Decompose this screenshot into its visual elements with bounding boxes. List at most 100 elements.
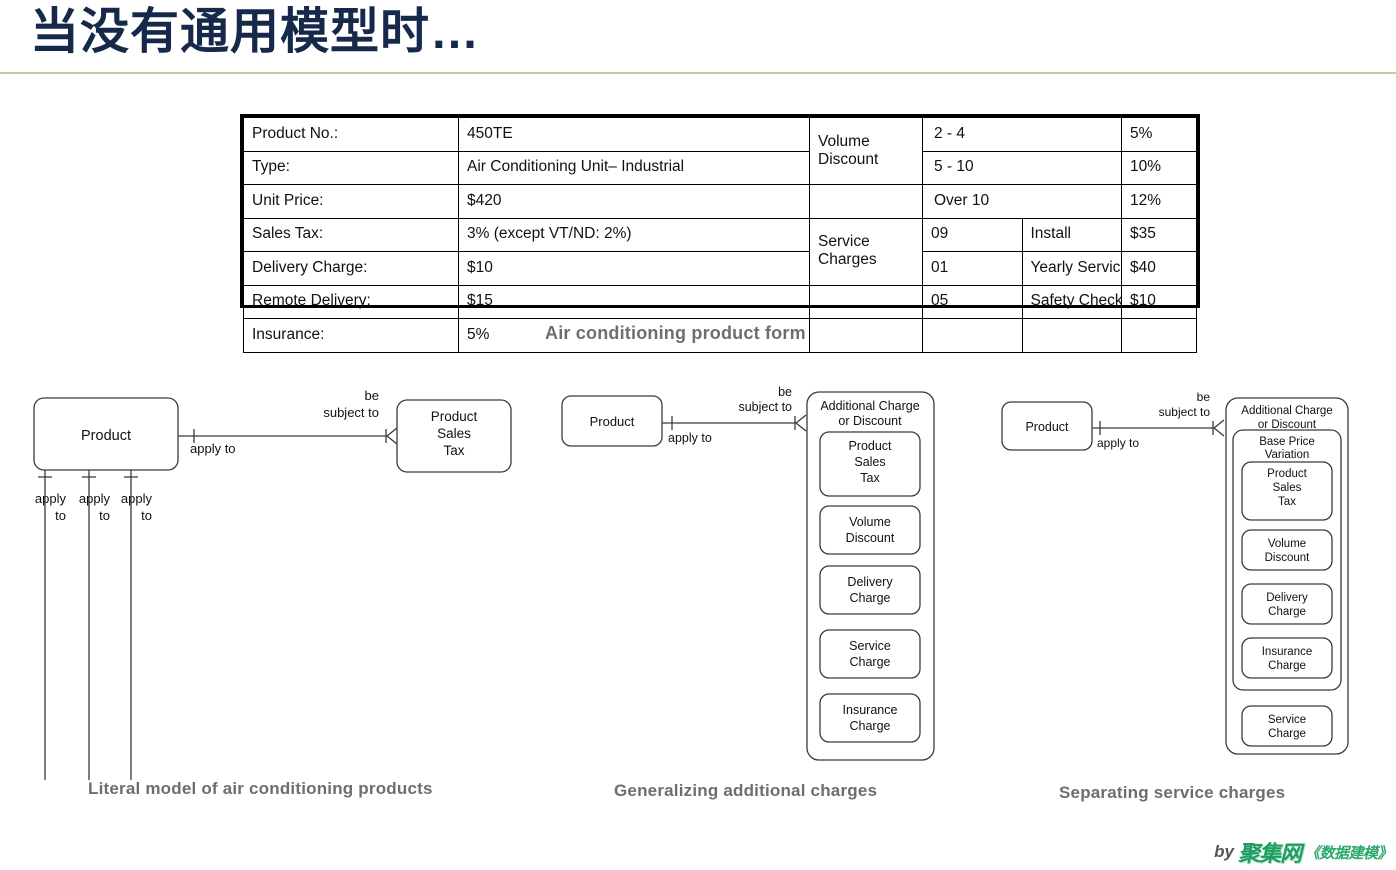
volume-range: Over 10: [922, 184, 1122, 219]
subtype-delivery-charge[interactable]: [1241, 583, 1333, 625]
subtype-label-line: Sales: [1273, 482, 1302, 494]
table-row: Remote Delivery: $15 05 Safety Check $10: [243, 284, 1197, 319]
service-charges-group-label: Service Charges: [809, 217, 923, 286]
rel-label-apply: apply: [35, 491, 67, 506]
entity-product[interactable]: [1001, 401, 1093, 451]
supertype-label-line1: Additional Charge: [1241, 405, 1332, 417]
table-row: Unit Price: $420 Over 10 12%: [243, 184, 1197, 219]
service-charges-group-spacer: [809, 284, 923, 319]
subtype-volume-discount[interactable]: [819, 505, 921, 555]
rel-label-be: be: [365, 388, 379, 403]
form-value: $420: [458, 184, 810, 219]
subtype-label-line: Service: [1268, 714, 1306, 726]
form-value: Air Conditioning Unit– Industrial: [458, 150, 810, 185]
watermark-logo: 聚集网: [1237, 841, 1302, 866]
form-label: Product No.:: [243, 117, 459, 152]
subtype-label-line: Product: [1267, 468, 1307, 480]
volume-rate: 12%: [1121, 184, 1197, 219]
rel-label-subject-to: subject to: [1159, 405, 1211, 419]
rel-label-to: to: [141, 508, 152, 523]
table-row: Type: Air Conditioning Unit– Industrial …: [243, 150, 1197, 185]
service-code: [922, 318, 1023, 353]
subtype-label-line: Delivery: [1266, 592, 1308, 604]
rel-label-apply: apply: [79, 491, 111, 506]
diagram-2-caption: Generalizing additional charges: [614, 781, 878, 800]
volume-discount-group-line1: Volume: [818, 132, 870, 150]
subtype-label-line: Product: [848, 439, 892, 453]
subtype-label-line: Charge: [1268, 606, 1306, 618]
subtype-label-line: Charge: [850, 655, 891, 669]
table-row: Delivery Charge: $10 01 Yearly Service $…: [243, 251, 1197, 286]
diagram-separating-service-charges: Product apply to be subject to Additiona…: [1001, 390, 1349, 755]
supertype-label-line1: Additional Charge: [820, 399, 919, 413]
subtype-label-line: Tax: [860, 471, 880, 485]
entity-product-label: Product: [1025, 420, 1069, 434]
entity-product-sales-tax[interactable]: [396, 399, 512, 473]
form-value: 450TE: [458, 117, 810, 152]
supertype-label-line2: or Discount: [838, 414, 902, 428]
subtype-label-line: Discount: [1265, 552, 1311, 564]
subtype-service-charge[interactable]: [819, 629, 921, 679]
product-form-table: Product No.: 450TE Volume Discount 2 - 4…: [240, 114, 1200, 353]
diagram-generalizing-charges: Product apply to be subject to Additiona…: [561, 385, 935, 761]
table-blank-cell: [809, 318, 923, 353]
form-value: $10: [458, 251, 810, 286]
crowfoot: [1212, 419, 1225, 437]
form-value: $15: [458, 284, 810, 319]
service-amount: $10: [1121, 284, 1197, 319]
watermark: by 聚集网 《数据建模》: [1214, 838, 1392, 866]
nested-group-label-line2: Variation: [1265, 449, 1310, 461]
subtype-volume-discount[interactable]: [1241, 529, 1333, 571]
table-row: Insurance: 5%: [243, 318, 1197, 353]
subtype-insurance-charge[interactable]: [1241, 637, 1333, 679]
subtype-label-line: Insurance: [1262, 646, 1313, 658]
volume-discount-group-spacer: [809, 184, 923, 219]
volume-rate: 5%: [1121, 117, 1197, 152]
volume-discount-group-line2: Discount: [818, 150, 879, 168]
subtype-product-sales-tax[interactable]: [819, 431, 921, 497]
table-row: Sales Tax: 3% (except VT/ND: 2%) Service…: [243, 217, 1197, 286]
rel-label-subject-to: subject to: [738, 400, 792, 414]
volume-range: 5 - 10: [922, 150, 1122, 185]
volume-discount-group-label: Volume Discount: [809, 117, 923, 185]
diagram-3-caption: Separating service charges: [1059, 783, 1286, 802]
form-label: Insurance:: [243, 318, 459, 353]
subtype-product-sales-tax[interactable]: [1241, 461, 1333, 521]
subtype-label-line: Service: [849, 639, 891, 653]
entity-label-line: Product: [431, 409, 478, 424]
subtype-label-line: Delivery: [847, 575, 893, 589]
subtype-label-line: Sales: [854, 455, 885, 469]
subtype-insurance-charge[interactable]: [819, 693, 921, 743]
supertype-label-line2: or Discount: [1258, 419, 1317, 431]
watermark-by: by: [1214, 842, 1234, 861]
rel-line-3: [88, 470, 90, 780]
subtype-label-line: Insurance: [843, 703, 898, 717]
entity-label-line: Sales: [437, 426, 471, 441]
volume-rate: 10%: [1121, 150, 1197, 185]
service-code: 01: [922, 251, 1023, 286]
subtype-label-line: Charge: [1268, 660, 1306, 672]
service-desc: Safety Check: [1021, 284, 1122, 319]
subtype-service-charge[interactable]: [1241, 705, 1333, 747]
service-desc: Yearly Service: [1021, 251, 1122, 286]
rel-label-to: to: [99, 508, 110, 523]
table-caption: Air conditioning product form: [545, 323, 806, 343]
subtype-label-line: Tax: [1278, 496, 1296, 508]
form-label: Remote Delivery:: [243, 284, 459, 319]
form-value: 5%: [458, 318, 810, 353]
crowfoot: [794, 414, 807, 432]
nested-group-label-line1: Base Price: [1259, 436, 1315, 448]
entity-product[interactable]: [33, 397, 179, 471]
form-label: Delivery Charge:: [243, 251, 459, 286]
subtype-label-line: Volume: [1268, 538, 1306, 550]
service-amount: [1121, 318, 1197, 353]
subtype-delivery-charge[interactable]: [819, 565, 921, 615]
entity-label-line: Tax: [443, 443, 464, 458]
table-row: Product No.: 450TE Volume Discount 2 - 4…: [243, 117, 1197, 185]
rel-label-apply-to: apply to: [668, 431, 712, 445]
rel-line-4: [44, 470, 46, 780]
subtype-label-line: Charge: [1268, 728, 1306, 740]
form-label: Unit Price:: [243, 184, 459, 219]
entity-product[interactable]: [561, 395, 663, 447]
